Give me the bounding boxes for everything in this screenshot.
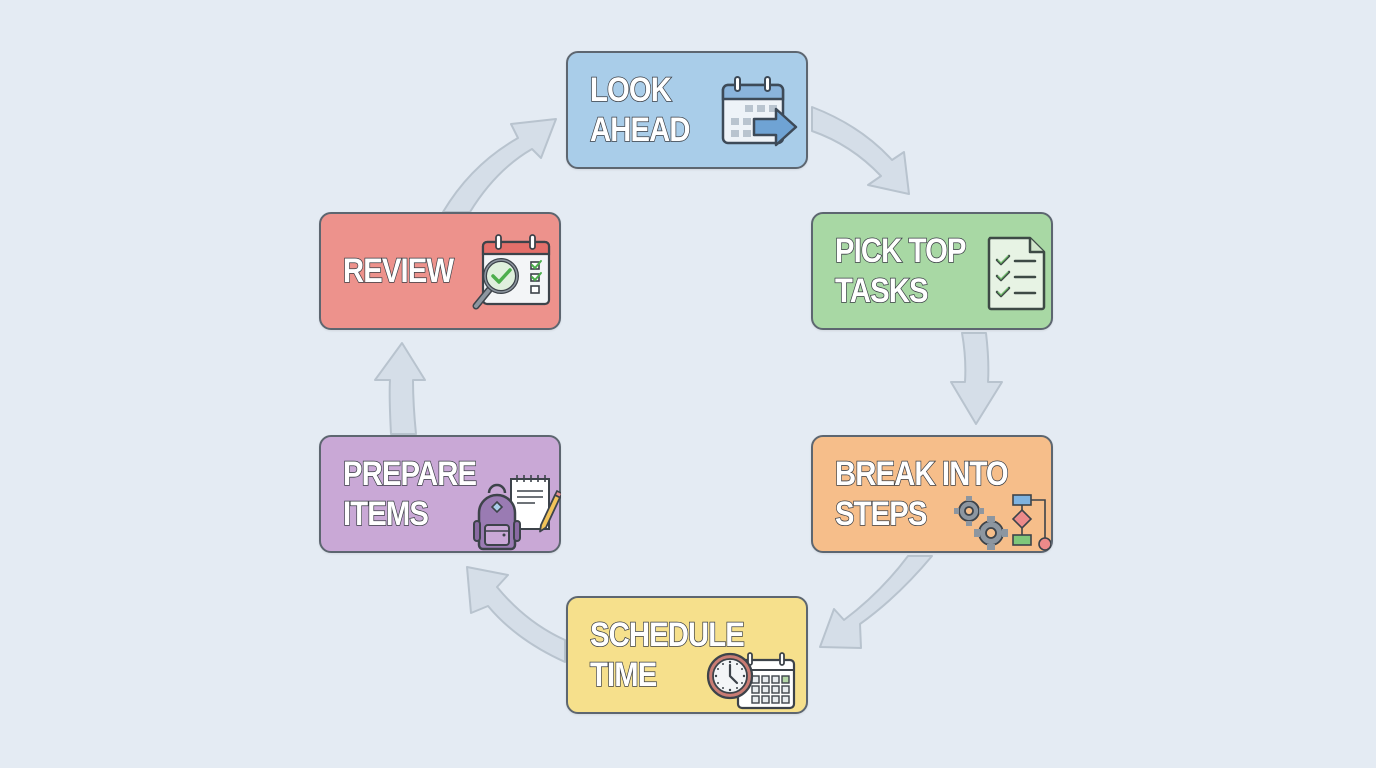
- calendar-arrow-icon: [721, 76, 798, 147]
- arrow-prepare-to-review: [374, 342, 426, 435]
- step-look-ahead: LOOK AHEAD: [566, 51, 808, 169]
- backpack-icon: [473, 483, 521, 551]
- step-break-into-steps: BREAK INTO STEPS: [811, 435, 1053, 553]
- gear-icon: [954, 496, 1008, 550]
- magnifier-icon: [472, 258, 519, 310]
- step-prepare-items: PREPARE ITEMS: [319, 435, 561, 553]
- arrow-pick-to-break: [950, 332, 1003, 425]
- step-label: PICK TOP TASKS: [834, 231, 967, 311]
- pencil-icon: [539, 489, 561, 533]
- arrow-look-to-pick: [811, 106, 910, 195]
- arrow-schedule-to-prepare: [466, 566, 566, 663]
- step-label: REVIEW: [342, 251, 454, 291]
- calendar-magnifier-icon: [472, 234, 551, 310]
- backpack-notepad-icon: [473, 475, 561, 551]
- step-label: LOOK AHEAD: [589, 70, 691, 150]
- arrow-review-to-look: [442, 118, 557, 213]
- checklist-icon: [987, 236, 1046, 311]
- flowchart-icon: [1011, 494, 1051, 551]
- step-review: REVIEW: [319, 212, 561, 330]
- step-label: PREPARE ITEMS: [342, 454, 477, 534]
- clock-calendar-icon: [706, 652, 796, 710]
- step-pick-top-tasks: PICK TOP TASKS: [811, 212, 1053, 330]
- clock-icon: [706, 652, 754, 700]
- step-label: SCHEDULE TIME: [589, 615, 745, 695]
- arrow-break-to-schedule: [819, 555, 933, 649]
- step-label: BREAK INTO STEPS: [834, 454, 1009, 534]
- gears-flowchart-icon: [954, 494, 1051, 551]
- step-schedule-time: SCHEDULE TIME: [566, 596, 808, 714]
